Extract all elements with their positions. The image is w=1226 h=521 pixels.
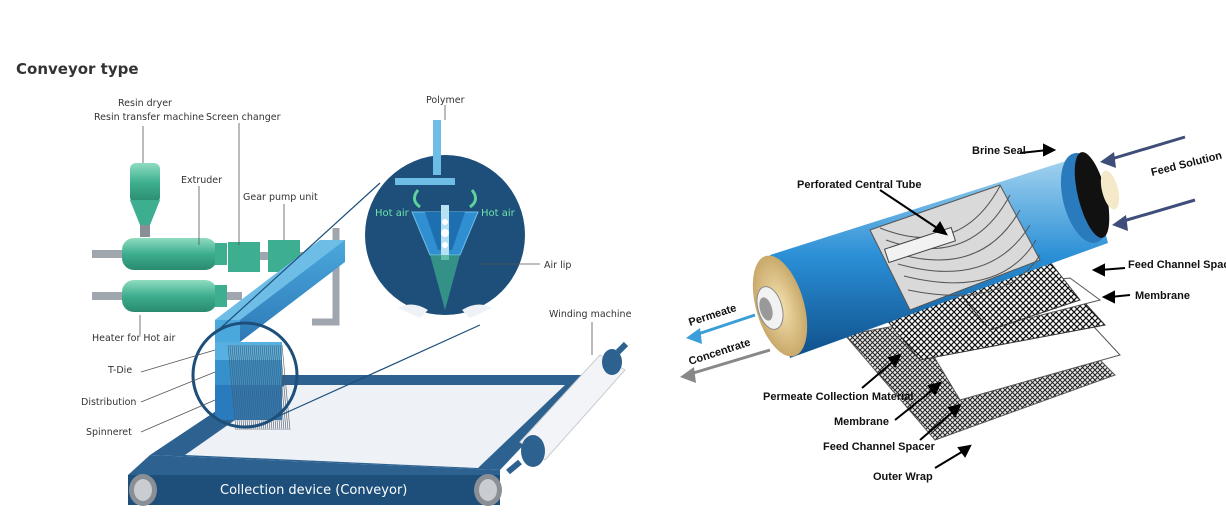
spinneret-thread xyxy=(227,344,237,431)
spinneret-thread xyxy=(241,344,251,431)
membrane-cylinder xyxy=(752,152,1120,358)
hot-air-left-label: Hot air xyxy=(375,208,410,219)
spinneret-thread xyxy=(245,344,255,431)
spinneret-thread xyxy=(231,344,241,431)
spinneret-thread xyxy=(235,344,245,431)
polymer-label: Polymer xyxy=(426,95,465,106)
feed-spacer-top-label: Feed Channel Spacer xyxy=(1128,259,1226,271)
screen-changer xyxy=(228,242,272,272)
spinneret-thread xyxy=(239,344,249,431)
spinneret-thread xyxy=(261,344,271,431)
permeate-collection-label: Permeate Collection Material xyxy=(763,391,913,403)
spinneret-thread xyxy=(257,344,267,431)
spinneret-thread xyxy=(229,344,239,431)
distribution-label: Distribution xyxy=(81,397,136,408)
flow-arrows xyxy=(680,135,1196,383)
winding-roll xyxy=(506,341,629,475)
membrane-top-label: Membrane xyxy=(1135,290,1190,302)
spinneret-thread xyxy=(243,344,253,431)
diagram-title: Conveyor type xyxy=(16,60,139,78)
hot-air-right-label: Hot air xyxy=(481,208,516,219)
screen-changer-label: Screen changer xyxy=(206,112,281,123)
spinneret-thread xyxy=(255,344,265,431)
spinneret-thread xyxy=(279,344,289,431)
heater-label: Heater for Hot air xyxy=(92,333,176,344)
membrane-bottom-label: Membrane xyxy=(834,416,889,428)
extruder-label: Extruder xyxy=(181,175,222,186)
resin-dryer xyxy=(130,163,160,237)
spinneret-thread xyxy=(237,344,247,431)
spinneret-thread xyxy=(281,344,291,431)
t-die-label: T-Die xyxy=(107,365,132,376)
collection-device-label: Collection device (Conveyor) xyxy=(220,483,407,498)
spinneret-thread xyxy=(233,344,243,431)
gear-pump-label: Gear pump unit xyxy=(243,192,318,203)
permeate-label: Permeate xyxy=(687,302,738,329)
perforated-tube-label: Perforated Central Tube xyxy=(797,179,922,191)
spinneret-thread xyxy=(259,344,269,431)
spinneret-thread xyxy=(253,344,263,431)
spinneret-thread xyxy=(277,344,287,431)
spinneret-thread xyxy=(247,344,257,431)
feed-spacer-bottom-label: Feed Channel Spacer xyxy=(823,441,936,453)
pointer-arrows xyxy=(861,143,1131,469)
spinneret-thread xyxy=(275,344,285,431)
extruder-lower xyxy=(92,280,242,312)
resin-transfer-label: Resin transfer machine xyxy=(94,112,204,123)
resin-dryer-label: Resin dryer xyxy=(118,98,172,109)
spinneret-threads xyxy=(227,344,291,431)
winding-machine-label: Winding machine xyxy=(549,309,632,320)
spinneret-thread xyxy=(273,344,283,431)
outer-wrap-label: Outer Wrap xyxy=(873,471,933,483)
feed-solution-label: Feed Solution xyxy=(1150,150,1224,179)
leader-lines xyxy=(139,105,540,433)
spinneret-thread xyxy=(265,344,275,431)
spinneret-thread xyxy=(249,344,259,431)
spinneret-label: Spinneret xyxy=(86,427,132,438)
spinneret-thread xyxy=(267,344,277,431)
air-lip-detail xyxy=(365,120,525,318)
conveyor-diagram: Collection device (Conveyor) Winding mac… xyxy=(81,95,632,506)
zoom-circle-small xyxy=(191,321,299,429)
ro-membrane-diagram: Brine Seal Feed Solution Perforated Cent… xyxy=(680,135,1226,483)
spinneret-thread xyxy=(263,344,273,431)
air-lip-label: Air lip xyxy=(544,260,571,271)
extruder-upper xyxy=(92,238,227,270)
spinneret-thread xyxy=(251,344,261,431)
brine-seal-label: Brine Seal xyxy=(972,145,1026,157)
